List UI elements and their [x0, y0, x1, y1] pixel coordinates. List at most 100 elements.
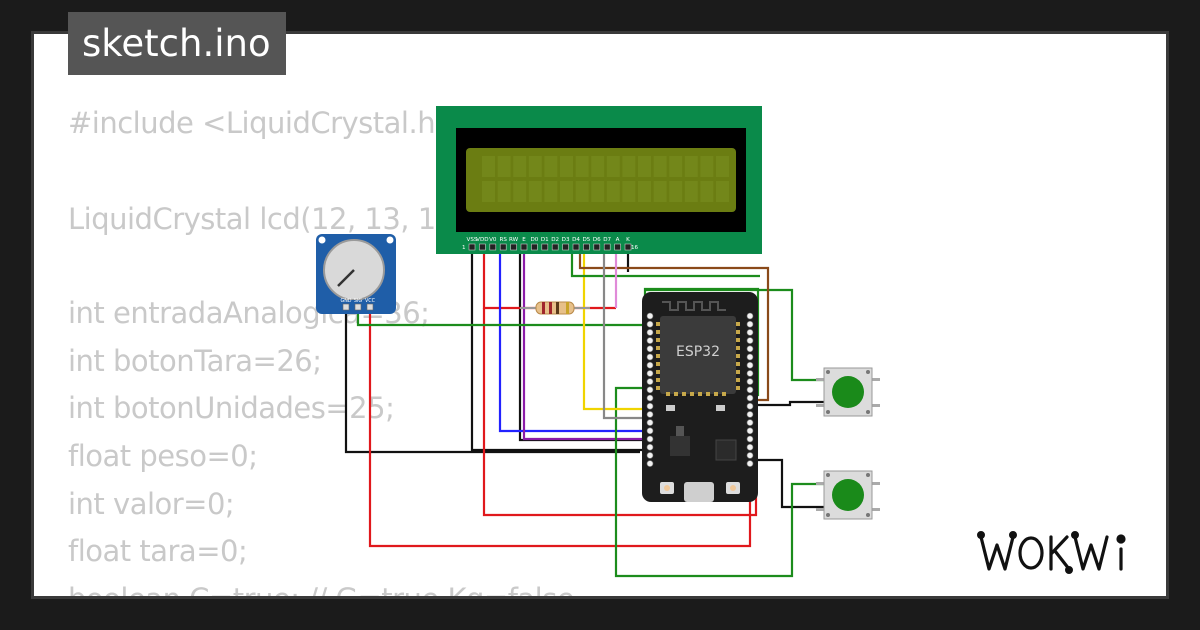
wire-yellow: [582, 248, 652, 411]
wire-purple: [522, 248, 652, 441]
pushbutton-bottom[interactable]: [816, 470, 880, 520]
esp32-pad: [666, 392, 670, 396]
pot-pin-label: SIG: [354, 298, 362, 304]
lcd-cell: [606, 156, 620, 177]
lcd-pin: [603, 243, 611, 251]
code-line: boolean C=true; // G=true Kg=false: [68, 582, 575, 596]
lcd-cell: [513, 181, 527, 202]
esp32-pin-left: [646, 443, 654, 451]
lcd-pin-label: D7: [603, 237, 611, 243]
lcd-cell: [497, 181, 511, 202]
lcd-cell: [560, 181, 573, 202]
lcd-cell: [638, 156, 651, 177]
esp32-pad: [682, 392, 686, 396]
file-tab-sketch[interactable]: sketch.ino: [68, 12, 286, 75]
lcd-cell: [638, 181, 651, 202]
esp32-pad: [736, 386, 740, 390]
esp32-pin-left: [646, 427, 654, 435]
lcd-cell: [591, 156, 605, 177]
wire-gray: [602, 248, 652, 420]
lcd-pin: [551, 243, 559, 251]
lcd-cell: [653, 156, 667, 177]
lcd-pin-last: 16: [631, 245, 639, 251]
esp32-pin-right: [746, 361, 754, 369]
esp32-pad: [736, 378, 740, 382]
lcd-cell: [544, 156, 558, 177]
esp32-pad: [690, 392, 694, 396]
esp32-pin-left: [646, 411, 654, 418]
lcd-pin-label: D5: [582, 237, 590, 243]
lcd-pin-label: VDD: [476, 237, 488, 243]
wire-red-1: [482, 248, 536, 310]
esp32-chip-label: ESP32: [676, 344, 720, 360]
lcd-pin: [562, 243, 569, 251]
pot-pin-label: GND: [341, 298, 352, 304]
wokwi-logo: [976, 531, 1126, 574]
pot-pin: [366, 303, 374, 311]
wire-green-3: [645, 288, 830, 382]
esp32-pin-left: [646, 312, 654, 320]
esp32-pad: [736, 354, 740, 358]
esp32-pad: [736, 330, 740, 334]
lcd-cell: [700, 156, 714, 177]
lcd-pin: [583, 243, 590, 251]
esp32-pin-right: [746, 386, 754, 394]
esp32-pad: [722, 392, 726, 396]
pot-pin: [342, 303, 350, 311]
lcd-cell: [528, 181, 542, 202]
esp32-pin-right: [746, 419, 754, 426]
esp32-pin-right: [746, 337, 754, 344]
lcd-cell: [591, 181, 605, 202]
lcd-cell: [622, 156, 636, 177]
wire-green-d3: [570, 248, 760, 278]
lcd-pin-label: VSS: [467, 237, 478, 243]
lcd-cell: [622, 181, 636, 202]
lcd-cell: [560, 156, 573, 177]
esp32-pin-left: [646, 370, 654, 377]
esp32-pad: [656, 378, 660, 382]
lcd-cell: [653, 181, 667, 202]
lcd-pin: [520, 243, 528, 251]
lcd-cell: [528, 156, 542, 177]
esp32-pin-right: [746, 411, 754, 418]
esp32-pin-left: [646, 452, 654, 459]
lcd-pin-label: RS: [499, 237, 507, 243]
code-line: int botonUnidades=25;: [68, 391, 395, 425]
esp32-pin-left: [646, 460, 654, 467]
esp32-header-pins: [646, 312, 754, 467]
pushbutton-top[interactable]: [816, 367, 880, 417]
esp32-pin-right: [746, 443, 754, 451]
esp32-pin-left: [646, 386, 654, 394]
esp32-pad: [736, 362, 740, 366]
lcd-pin: [510, 243, 517, 251]
lcd-pin-label: D4: [572, 237, 580, 243]
esp32-pad: [656, 330, 660, 334]
wire-blue: [498, 248, 652, 433]
lcd-pin-label: D6: [593, 237, 601, 243]
esp32-pin-left: [646, 378, 654, 385]
lcd-cell: [669, 156, 683, 177]
lcd-pin-label: D2: [551, 237, 559, 243]
esp32-pin-right: [746, 452, 754, 459]
lcd-pin: [593, 243, 601, 251]
wire-green-pot: [356, 300, 652, 327]
lcd-pin-label: D0: [530, 237, 538, 243]
pot-pin-label: VCC: [365, 298, 376, 304]
esp32-pin-right: [746, 320, 754, 328]
esp32-pad: [656, 370, 660, 374]
esp32-pin-left: [646, 353, 654, 361]
lcd-character-cells: [482, 156, 729, 202]
esp32-pin-right: [746, 353, 754, 361]
esp32-pin-right: [746, 460, 754, 467]
wire-brown: [578, 248, 770, 402]
esp32-pin-left: [646, 345, 654, 353]
esp32-pin-left: [646, 419, 654, 426]
esp32-board[interactable]: ESP32: [642, 292, 758, 502]
lcd-cell: [716, 156, 729, 177]
lcd-pin-label: E: [522, 237, 526, 243]
resistor[interactable]: [520, 301, 590, 315]
lcd-pin: [479, 243, 486, 251]
